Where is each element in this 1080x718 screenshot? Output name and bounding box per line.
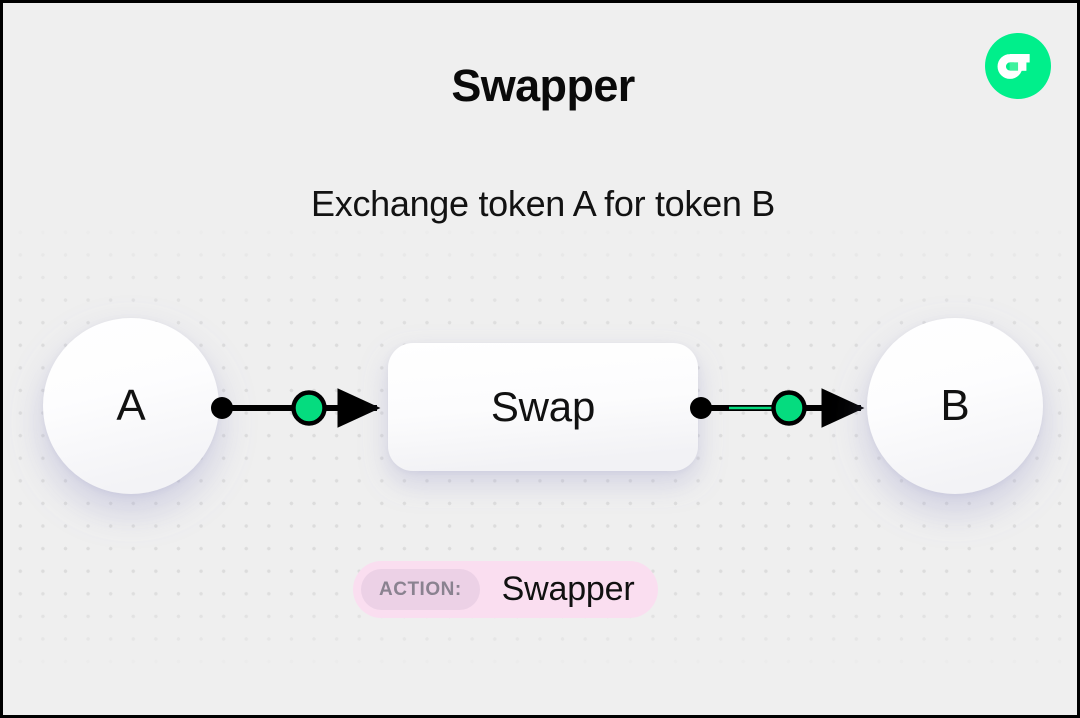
edge-a-to-swap[interactable]: [211, 388, 381, 428]
node-token-a-label: A: [116, 381, 146, 430]
edge-accent-dot-a: [291, 390, 327, 426]
node-token-a[interactable]: [43, 318, 219, 494]
action-badge-value: Swapper: [501, 570, 635, 608]
node-swap[interactable]: [388, 343, 698, 471]
node-token-b[interactable]: [867, 318, 1043, 494]
edge-swap-to-b[interactable]: [690, 388, 865, 428]
action-badge: ACTION: Swapper: [353, 561, 659, 618]
flow-logo: [985, 33, 1051, 99]
node-swap-label: Swap: [490, 383, 596, 430]
action-badge-key: ACTION:: [361, 569, 480, 610]
edge-source-dot-b: [690, 397, 712, 419]
edge-accent-dot-b: [771, 390, 807, 426]
node-token-b-label: B: [940, 381, 970, 430]
edge-source-dot-a: [211, 397, 233, 419]
page-title: Swapper: [451, 60, 635, 111]
page-subtitle: Exchange token A for token B: [311, 183, 775, 224]
